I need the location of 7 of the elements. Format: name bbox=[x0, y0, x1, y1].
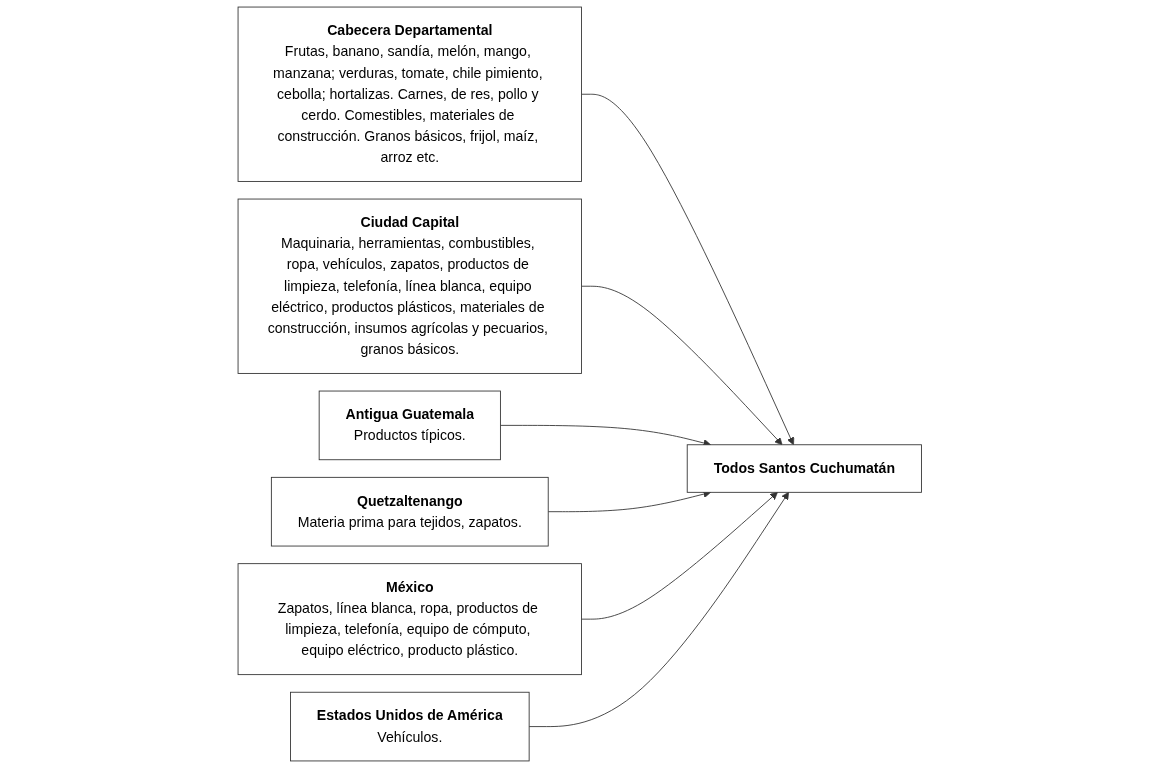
node-box: Cabecera Departamental Frutas, banano, sandía, melón, mango, manzana; verduras, tomate, chile pimiento, cebolla; hortalizas. Carnes, de res, pollo y cerdo. Comestibles, materiales de construcción. Granos básicos, frijol, maíz, arroz etc. bbox=[237, 6, 582, 182]
node-box: Estados Unidos de América Vehículos. bbox=[289, 691, 530, 762]
node-box: Ciudad Capital Maquinaria, herramientas, combustibles, ropa, vehículos, zapatos, productos de limpieza, telefonía, línea blanca, equipo eléctrico, productos plásticos, materiales de construcción, insumos agrícolas y pecuarios, granos básicos. bbox=[237, 198, 582, 374]
node-box: Todos Santos Cuchumatán bbox=[686, 444, 922, 493]
node-box: Quetzaltenango Materia prima para tejidos, zapatos. bbox=[270, 476, 549, 547]
node-box: México Zapatos, línea blanca, ropa, productos de limpieza, telefonía, equipo de cómputo, equipo eléctrico, producto plástico. bbox=[237, 563, 582, 676]
node-box: Antigua Guatemala Productos típicos. bbox=[318, 390, 501, 461]
